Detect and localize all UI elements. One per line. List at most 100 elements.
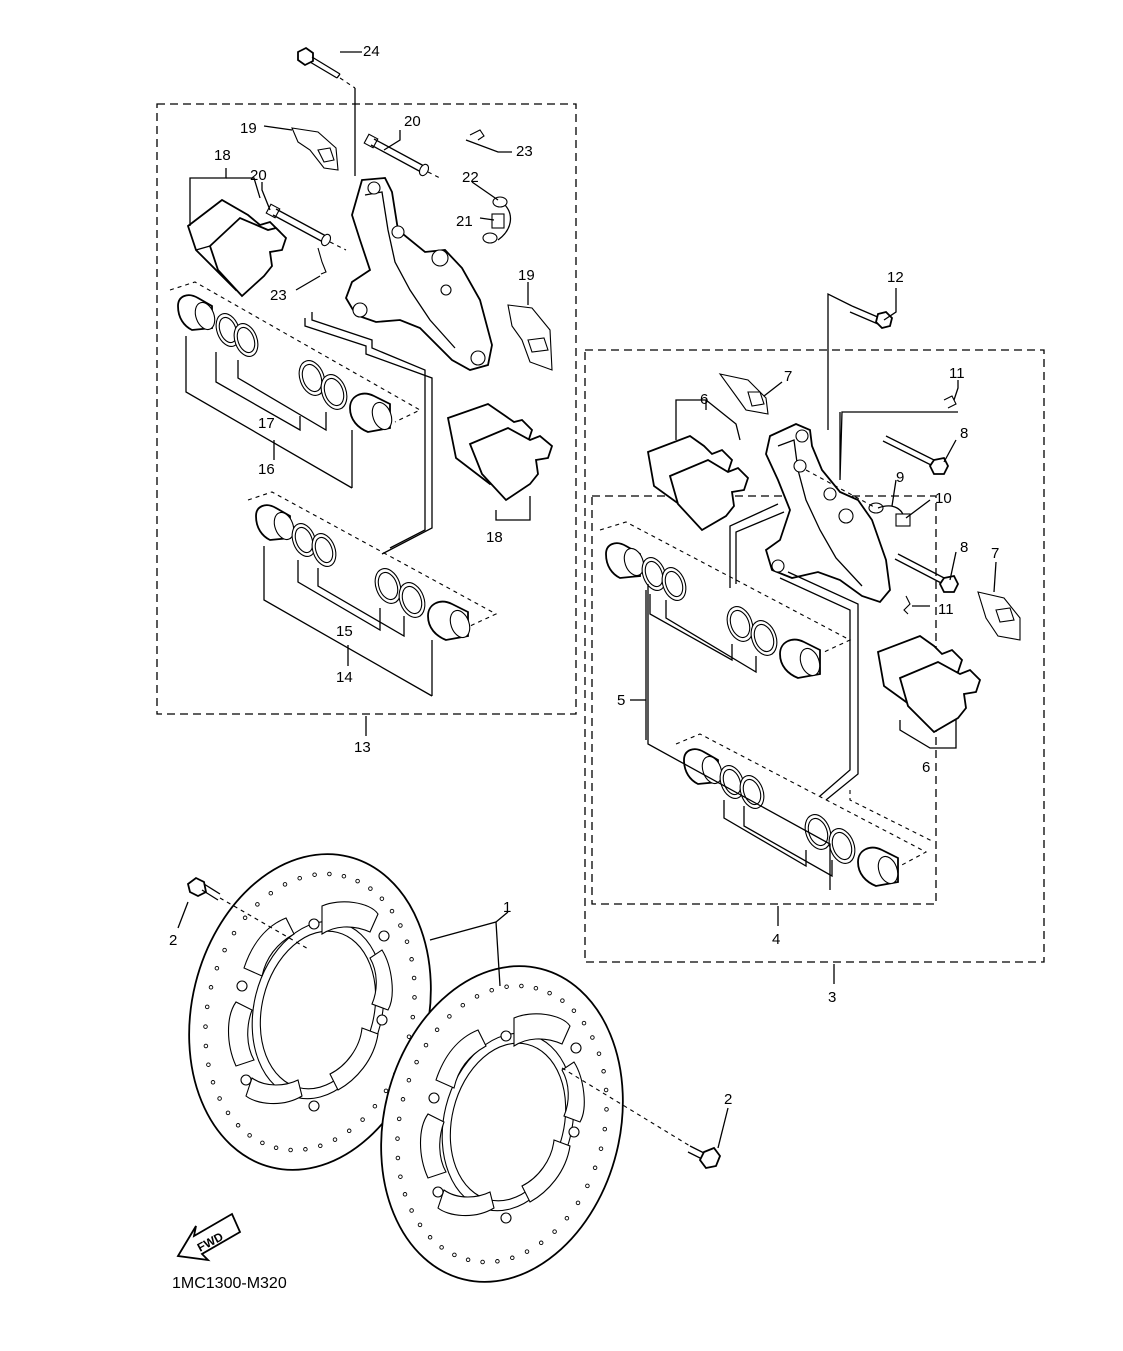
- disc-drill-hole: [510, 1255, 515, 1261]
- callout-3: 3: [828, 989, 836, 1006]
- assembly-13-boundary: [156, 103, 577, 715]
- disc-drill-hole: [406, 1034, 412, 1039]
- disc-drill-hole: [495, 1259, 500, 1264]
- callout-14: 14: [336, 669, 353, 686]
- piston-seals-16-17: [169, 281, 422, 489]
- fwd-arrow-icon: FWD: [176, 1212, 242, 1262]
- disc-drill-hole: [489, 987, 494, 993]
- disc-drill-hole: [552, 1229, 557, 1234]
- brake-disc-right: [380, 965, 624, 1283]
- disc-drill-hole: [203, 1043, 209, 1049]
- disc-drill-hole: [581, 1020, 587, 1026]
- disc-drill-hole: [208, 985, 214, 990]
- disc-drill-hole: [504, 984, 509, 989]
- brake-pads-18-right: [446, 402, 554, 502]
- disc-right-holes: [395, 983, 609, 1265]
- disc-drill-hole: [452, 1252, 457, 1258]
- callout-22: 22: [462, 169, 479, 186]
- disc-drill-hole: [297, 875, 302, 881]
- callout-12: 12: [887, 269, 904, 286]
- brake-pads-6-top: [646, 434, 750, 532]
- disc-drill-hole: [203, 1024, 208, 1029]
- disc-drill-hole: [355, 878, 360, 884]
- disc-drill-hole: [235, 1123, 241, 1128]
- disc-drill-hole: [423, 1042, 429, 1048]
- callout-4: 4: [772, 931, 780, 948]
- bleed-screw-21-22: [482, 196, 512, 244]
- disc-drill-hole: [400, 1097, 406, 1102]
- pad-spring-19-top: [291, 127, 339, 171]
- disc-drill-hole: [460, 1002, 466, 1008]
- disc-drill-hole: [409, 957, 414, 962]
- clip-11-bottom: [903, 595, 911, 615]
- piston-seals-5-lower: [675, 733, 928, 887]
- disc-drill-hole: [206, 1062, 211, 1067]
- callout-1: 1: [503, 899, 511, 916]
- disc-drill-hole: [346, 1128, 352, 1134]
- caliper-body-right: [764, 423, 891, 604]
- disc-drill-hole: [231, 930, 237, 936]
- callout-16: 16: [258, 461, 275, 478]
- disc-drill-hole: [260, 1140, 265, 1146]
- brake-pads-18-left: [186, 198, 288, 298]
- disc-drill-hole: [395, 1136, 400, 1141]
- disc-drill-hole: [360, 1117, 365, 1122]
- disc-drill-hole: [575, 1200, 581, 1206]
- callout-20-top: 20: [404, 113, 421, 130]
- diagram-code: 1MC1300-M320: [172, 1275, 287, 1292]
- disc-drill-hole: [268, 890, 274, 896]
- passage-line-right-2: [779, 577, 851, 797]
- disc-drill-hole: [222, 947, 227, 953]
- disc-drill-hole: [409, 1208, 414, 1213]
- disc-drill-hole: [341, 873, 347, 879]
- disc-drill-hole: [427, 1235, 433, 1240]
- disc-bolt-2-right: [561, 1067, 729, 1169]
- disc-drill-hole: [414, 1059, 419, 1065]
- callout-19-right: 19: [518, 267, 535, 284]
- disc-drill-hole: [571, 1008, 577, 1013]
- callout-7-top: 7: [784, 368, 792, 385]
- callout-20-left: 20: [250, 167, 267, 184]
- clip-23-left: [317, 247, 327, 275]
- disc-drill-hole: [547, 990, 552, 996]
- callout-6-top: 6: [700, 391, 708, 408]
- leaders-left: [189, 51, 531, 736]
- callout-8-bottom: 8: [960, 539, 968, 556]
- disc-drill-hole: [242, 915, 248, 921]
- callout-11-top: 11: [949, 365, 965, 382]
- callout-23-left: 23: [270, 287, 287, 304]
- pad-pin-8-top: [882, 435, 950, 475]
- disc-drill-hole: [404, 939, 410, 944]
- disc-drill-hole: [332, 1137, 338, 1142]
- callout-5: 5: [617, 692, 625, 709]
- disc-drill-hole: [372, 1103, 378, 1109]
- disc-drill-hole: [312, 872, 317, 877]
- passage-line-left: [311, 312, 426, 549]
- disc-drill-hole: [590, 1035, 595, 1040]
- disc-drill-hole: [603, 1087, 609, 1093]
- disc-drill-hole: [282, 882, 288, 887]
- disc-drill-hole: [255, 902, 260, 907]
- disc-drill-hole: [288, 1147, 293, 1153]
- pad-spring-7-top: [718, 373, 769, 415]
- disc-drill-hole: [533, 985, 539, 991]
- disc-drill-hole: [538, 1240, 544, 1246]
- clip-23-top: [469, 129, 485, 141]
- disc-drill-hole: [411, 975, 417, 981]
- disc-drill-hole: [596, 1051, 602, 1056]
- disc-drill-hole: [560, 998, 565, 1003]
- disc-drill-hole: [318, 1143, 323, 1149]
- brake-disc-left: [188, 853, 432, 1171]
- disc-drill-hole: [389, 908, 395, 914]
- disc-drill-hole: [474, 994, 480, 999]
- disc-drill-hole: [395, 1155, 401, 1161]
- callout-2-right: 2: [724, 1091, 732, 1108]
- callout-21: 21: [456, 213, 473, 230]
- brake-pads-6-bottom: [876, 634, 982, 734]
- disc-drill-hole: [604, 1107, 609, 1112]
- leaders-right: [675, 288, 997, 984]
- disc-drill-hole: [402, 1192, 408, 1197]
- disc-drill-hole: [601, 1069, 606, 1074]
- callout-2-left: 2: [169, 932, 177, 949]
